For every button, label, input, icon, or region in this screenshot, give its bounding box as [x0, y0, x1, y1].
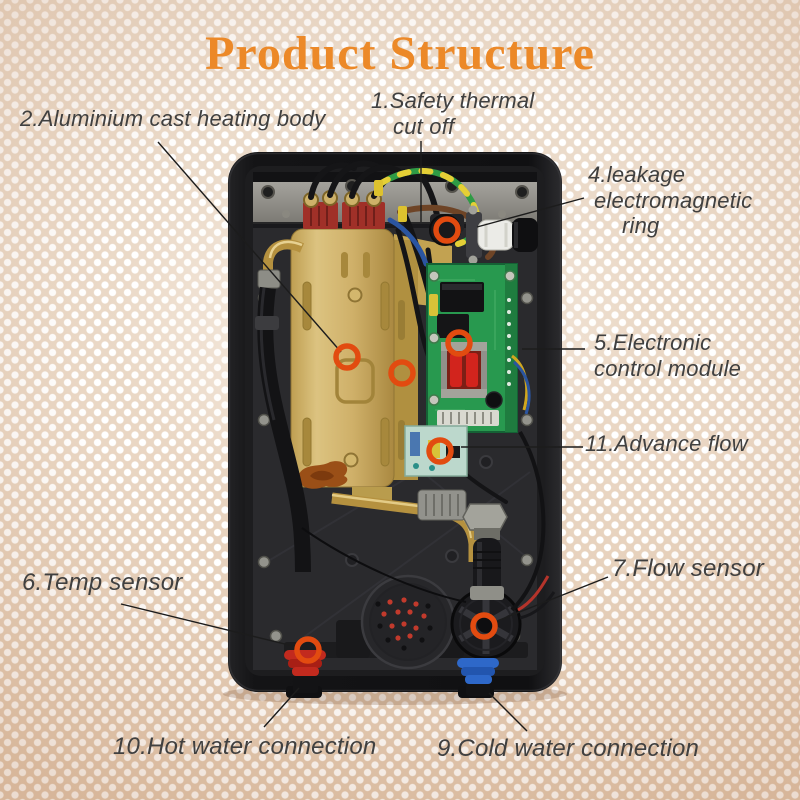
heating-body: [290, 190, 452, 503]
label-electronic-control-module: 5.Electronic control module: [594, 330, 741, 381]
label-line: control module: [594, 355, 742, 381]
label-line: electromagnetic: [594, 187, 753, 213]
flow-sensor-assembly: [450, 503, 556, 660]
label-line: ring: [622, 213, 660, 239]
marker-temp-sensor: [294, 636, 322, 664]
label-aluminium-cast-heating-body: 2.Aluminium cast heating body: [20, 106, 325, 132]
label-line: 6.Temp sensor: [22, 569, 183, 596]
label-flow-sensor: 7.Flow sensor: [612, 555, 764, 583]
marker-flow-sensor: [470, 612, 498, 640]
speaker-plate: [360, 574, 456, 670]
leakage-electromagnetic-ring: [466, 205, 538, 265]
marker-heating-body: [333, 343, 361, 371]
label-leakage-electromagnetic-ring: 4.leakage electromagnetic ring: [588, 162, 752, 239]
marker-advance-flow: [426, 437, 454, 465]
label-line: 7.Flow sensor: [612, 555, 764, 582]
page-title: Product Structure: [205, 27, 595, 80]
label-safety-thermal-cut-off: 1.Safety thermal cut off: [371, 88, 534, 139]
electronic-control-module: [426, 263, 531, 433]
marker-electronic-control-module: [445, 329, 473, 357]
leader-line-10: [263, 687, 300, 728]
label-line: 10.Hot water connection: [113, 733, 377, 760]
leader-line-7: [496, 576, 609, 622]
leader-line-2: [157, 141, 342, 353]
label-hot-water-connection: 10.Hot water connection: [113, 733, 376, 761]
label-advance-flow: 11.Advance flow: [585, 431, 748, 457]
leader-line-4: [476, 197, 585, 228]
label-temp-sensor: 6.Temp sensor: [22, 569, 182, 597]
leader-line-9: [488, 692, 528, 732]
top-mounting-strip: [253, 182, 537, 224]
cold-water-connection: [457, 658, 499, 696]
thin-cable: [301, 527, 467, 603]
label-line: 5.Electronic: [594, 330, 712, 355]
label-line: cut off: [393, 113, 455, 139]
label-line: 4.leakage: [588, 162, 686, 187]
label-line: 9.Cold water connection: [437, 735, 700, 762]
label-cold-water-connection: 9.Cold water connection: [437, 735, 699, 763]
cable: [510, 430, 546, 612]
marker-safety-thermal-cut-off: [433, 216, 461, 244]
marker-wiring-junction: [388, 359, 416, 387]
label-line: 11.Advance flow: [585, 431, 748, 456]
leader-line-6: [120, 603, 298, 648]
label-line: 2.Aluminium cast heating body: [20, 106, 326, 131]
label-line: 1.Safety thermal: [371, 88, 535, 113]
